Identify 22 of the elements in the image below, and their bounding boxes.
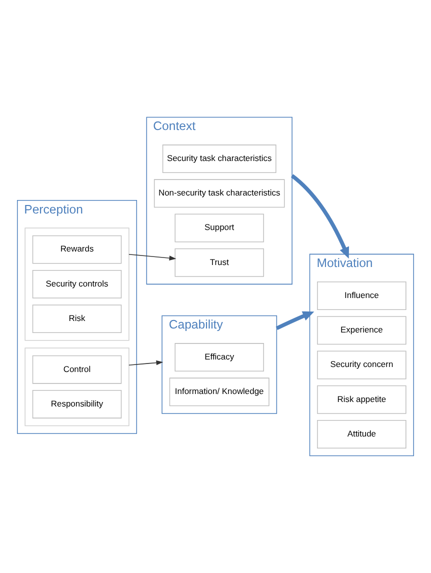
- node-box: Security concern: [317, 350, 406, 380]
- arrow: [276, 311, 314, 330]
- node-box: Attitude: [317, 420, 406, 448]
- node-box: Rewards: [32, 235, 122, 264]
- node-box: Information/ Knowledge: [169, 378, 270, 406]
- cluster: [24, 348, 130, 426]
- node-box: Security controls: [32, 270, 122, 298]
- node-box: Non-security task characteristics: [154, 179, 285, 208]
- node-box: Security task characteristics: [162, 144, 276, 174]
- node-box: Influence: [317, 282, 406, 310]
- arrow: [128, 360, 164, 366]
- node-box: Trust: [174, 248, 264, 277]
- node-box: Responsibility: [32, 390, 122, 418]
- node-box: Risk: [32, 304, 122, 334]
- node-box: Efficacy: [174, 343, 264, 372]
- arrow: [128, 254, 176, 260]
- node-box: Experience: [317, 316, 406, 345]
- arrow: [290, 174, 349, 259]
- node-box: Support: [174, 214, 264, 242]
- node-box: Risk appetite: [317, 385, 406, 414]
- node-box: Control: [32, 355, 122, 384]
- cluster: [24, 228, 130, 341]
